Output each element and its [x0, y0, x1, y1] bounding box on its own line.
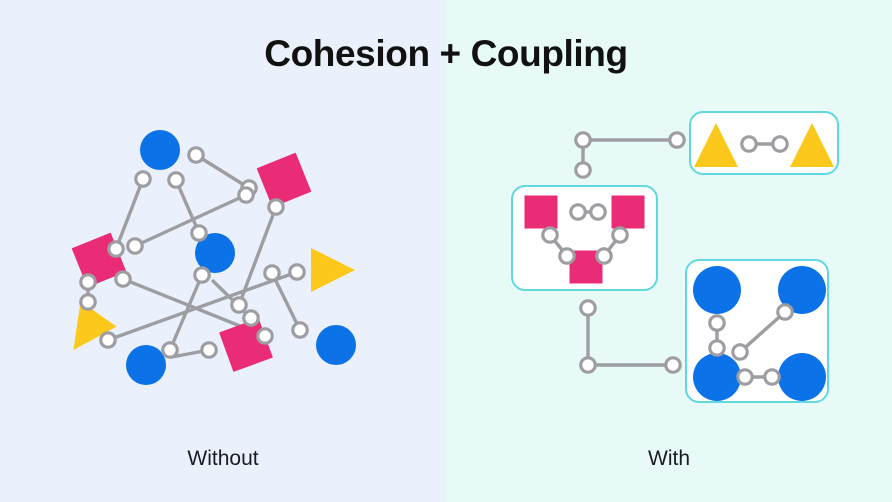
port-t: [200, 341, 218, 359]
group-squares[interactable]: [511, 185, 658, 291]
edge-topcenter-down: [174, 178, 201, 235]
blue-circle-bottom-left: [693, 353, 741, 401]
edge-pink-diagonal-long: [133, 193, 248, 248]
with-inter-group-links: [574, 131, 686, 374]
link-squares-to-circles: [579, 299, 682, 374]
blue-circle-bottom-right: [316, 325, 356, 365]
port-link-bottom-end: [664, 356, 682, 374]
edge-center-fan-b: [211, 279, 253, 320]
port-link-bottom-top: [579, 299, 597, 317]
page-title: Cohesion + Coupling: [264, 33, 628, 74]
blue-circle-top-left: [693, 266, 741, 314]
port-ci-d: [776, 303, 794, 321]
port-r: [242, 309, 260, 327]
group-triangles[interactable]: [689, 111, 839, 175]
port-l: [79, 293, 97, 311]
port-i: [267, 198, 285, 216]
link-squares-to-triangles: [574, 131, 686, 179]
port-link-bottom-corner: [579, 356, 597, 374]
port-d: [167, 171, 185, 189]
edge-circle-diagonal: [738, 310, 787, 354]
port-sq-c: [541, 226, 559, 244]
blue-circle-bottom-left: [126, 345, 166, 385]
blue-circle-center: [195, 233, 235, 273]
port-g: [190, 224, 208, 242]
yellow-triangle-right: [790, 123, 834, 167]
port-f: [126, 237, 144, 255]
without-ports: [79, 146, 309, 359]
port-sq-f: [595, 247, 613, 265]
port-k: [79, 273, 97, 291]
port-a: [187, 146, 205, 164]
yellow-triangle-left: [694, 123, 738, 167]
port-tri-right: [771, 135, 789, 153]
edge-topleft-down: [114, 177, 145, 251]
port-j: [114, 270, 132, 288]
pink-square-top-left: [524, 195, 558, 229]
panel-label-without: Without: [187, 447, 259, 470]
pink-square-top-right: [256, 152, 312, 208]
port-ci-c: [731, 343, 749, 361]
yellow-triangle-bottom-left: [73, 301, 117, 351]
port-sq-a: [569, 203, 587, 221]
edge-center-fan-a: [168, 273, 204, 352]
port-v: [256, 327, 274, 345]
with-groups: [511, 111, 839, 403]
blue-circle-top-right: [778, 266, 826, 314]
pink-square-bottom: [219, 318, 273, 372]
port-ci-f: [763, 368, 781, 386]
port-link-top-corner: [574, 131, 592, 149]
edge-circle-to-pink-top: [194, 153, 251, 190]
port-ci-e: [736, 368, 754, 386]
yellow-triangle-right: [311, 248, 355, 292]
port-e: [107, 240, 125, 258]
port-tri-left: [740, 135, 758, 153]
port-sq-d: [558, 247, 576, 265]
port-m: [99, 331, 117, 349]
without-edges: [86, 153, 302, 359]
port-n: [193, 266, 211, 284]
edge-center-fan-c: [270, 271, 302, 332]
blue-circle-top-left: [140, 130, 180, 170]
port-u: [291, 321, 309, 339]
port-link-top-down: [574, 161, 592, 179]
port-link-top-end: [668, 131, 686, 149]
port-ci-a: [708, 314, 726, 332]
port-h: [237, 186, 255, 204]
group-circles[interactable]: [685, 259, 829, 403]
pink-square-top-right: [611, 195, 645, 229]
edge-long-diagonal-right: [106, 270, 299, 342]
port-q: [230, 296, 248, 314]
port-p: [288, 263, 306, 281]
port-c: [134, 170, 152, 188]
port-sq-b: [589, 203, 607, 221]
port-sq-e: [611, 226, 629, 244]
panel-label-with: With: [648, 447, 690, 470]
port-o: [263, 264, 281, 282]
edge-pink-right-down: [237, 205, 278, 307]
port-s: [161, 341, 179, 359]
blue-circle-bottom-right: [778, 353, 826, 401]
port-ci-b: [708, 339, 726, 357]
